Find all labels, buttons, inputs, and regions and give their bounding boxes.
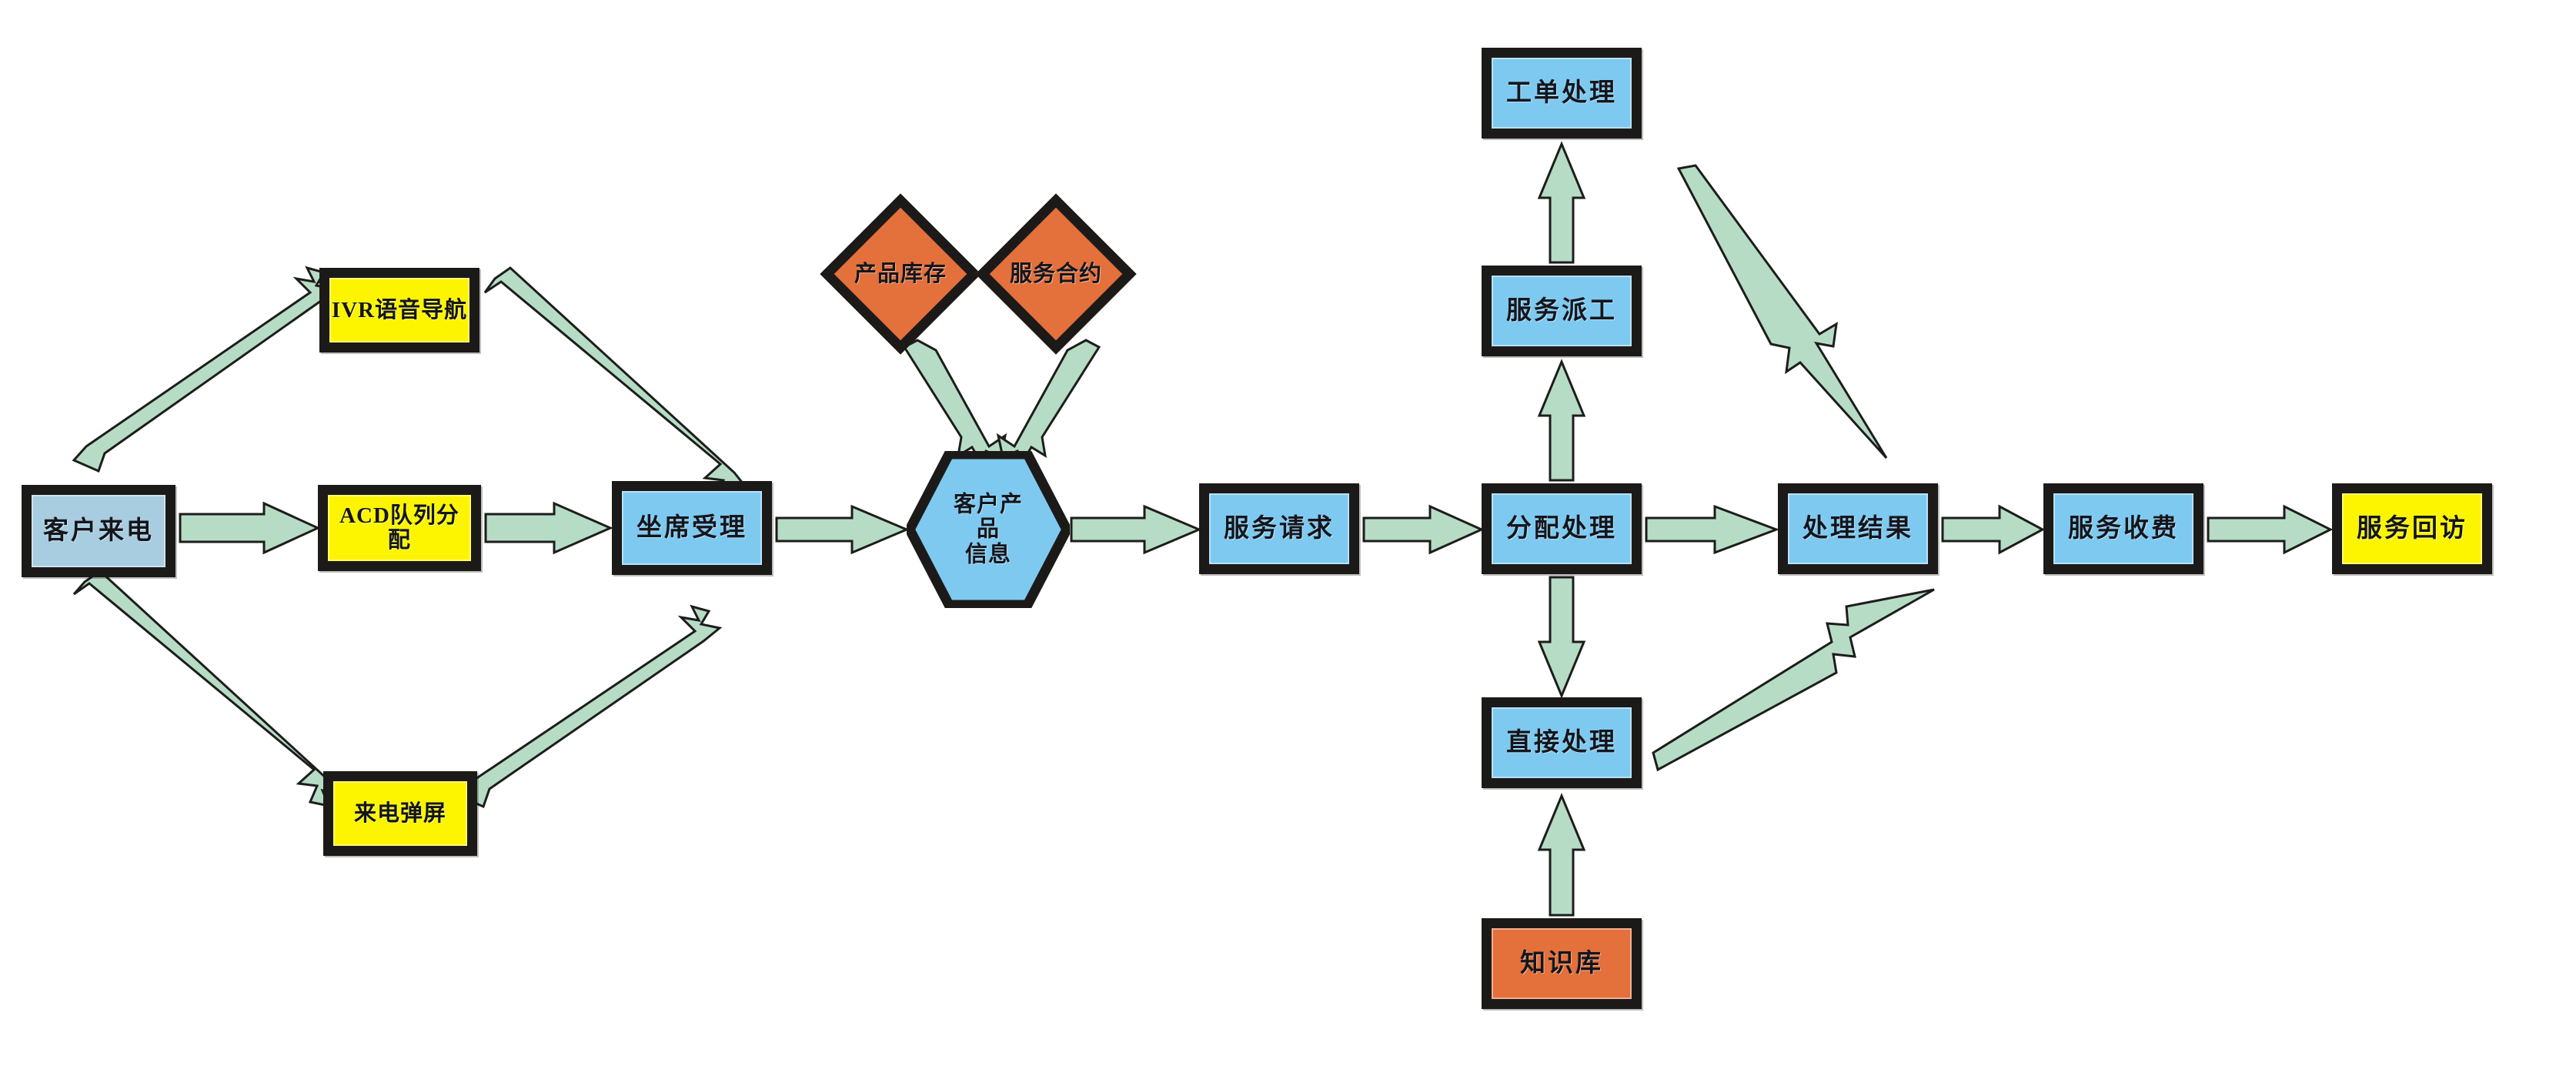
node-service-follow-up[interactable]: 服务回访 (2332, 483, 2492, 574)
node-service-request[interactable]: 服务请求 (1199, 483, 1359, 574)
node-label: 处理结果 (1803, 514, 1913, 543)
node-label: 服务请求 (1224, 514, 1335, 543)
edge-acd-to-agent (484, 501, 613, 555)
node-label: ACD队列分配 (339, 503, 459, 553)
node-label: IVR语音导航 (331, 297, 468, 322)
edge-call-to-popup (72, 570, 342, 808)
edge-call-to-acd (179, 501, 321, 555)
node-work-order-processing[interactable]: 工单处理 (1482, 48, 1642, 139)
edge-assign-to-dispatch (1537, 359, 1586, 482)
node-service-dispatch[interactable]: 服务派工 (1482, 266, 1642, 356)
node-customer-product-info[interactable]: 客户产品 信息 (904, 449, 1073, 610)
node-label: 服务回访 (2357, 514, 2467, 543)
node-service-charge[interactable]: 服务收费 (2043, 483, 2203, 574)
node-direct-processing[interactable]: 直接处理 (1482, 697, 1642, 788)
edge-contract-to-custprod (996, 339, 1101, 466)
node-product-inventory[interactable]: 产品库存 (820, 193, 981, 355)
edge-custprod-to-request (1070, 504, 1202, 555)
node-allocation-processing[interactable]: 分配处理 (1482, 483, 1642, 574)
node-label: 服务合约 (1009, 261, 1103, 286)
edge-stock-to-custprod (902, 339, 1007, 466)
node-label: 知识库 (1520, 949, 1603, 977)
node-label: 工单处理 (1506, 79, 1617, 107)
edge-result-to-charge (1941, 504, 2046, 555)
node-label: 服务收费 (2068, 514, 2179, 543)
node-label: 坐席受理 (636, 513, 747, 542)
edge-agent-to-custprod (775, 504, 910, 555)
node-knowledge-base[interactable]: 知识库 (1482, 918, 1642, 1009)
edge-dispatch-to-ticket (1537, 141, 1586, 264)
node-service-contract[interactable]: 服务合约 (975, 193, 1137, 355)
edge-assign-to-result (1645, 504, 1780, 555)
node-label: 产品库存 (854, 261, 947, 286)
node-label: 分配处理 (1506, 514, 1617, 543)
edge-ticket-to-result (1676, 164, 1888, 459)
edge-direct-to-result (1652, 588, 1935, 772)
edge-ivr-to-agent (483, 266, 750, 502)
node-acd-queue-allocation[interactable]: ACD队列分配 (318, 485, 481, 571)
edge-call-to-ivr (72, 266, 338, 473)
edge-popup-to-agent (456, 604, 723, 809)
node-label: 客户来电 (43, 516, 154, 545)
edge-assign-to-direct (1537, 576, 1586, 699)
node-ivr-voice-navigation[interactable]: IVR语音导航 (319, 268, 479, 353)
edge-kb-to-direct (1537, 793, 1586, 917)
node-processing-result[interactable]: 处理结果 (1778, 483, 1938, 574)
node-customer-call[interactable]: 客户来电 (22, 485, 175, 577)
edge-request-to-assign (1362, 504, 1485, 555)
node-label: 来电弹屏 (353, 800, 446, 826)
edge-charge-to-followup (2207, 504, 2334, 555)
node-label: 客户产品 信息 (953, 492, 1023, 567)
node-agent-handling[interactable]: 坐席受理 (612, 481, 772, 575)
node-incoming-call-screen-pop[interactable]: 来电弹屏 (323, 771, 477, 856)
node-label: 直接处理 (1506, 728, 1617, 757)
node-label: 服务派工 (1506, 296, 1617, 325)
